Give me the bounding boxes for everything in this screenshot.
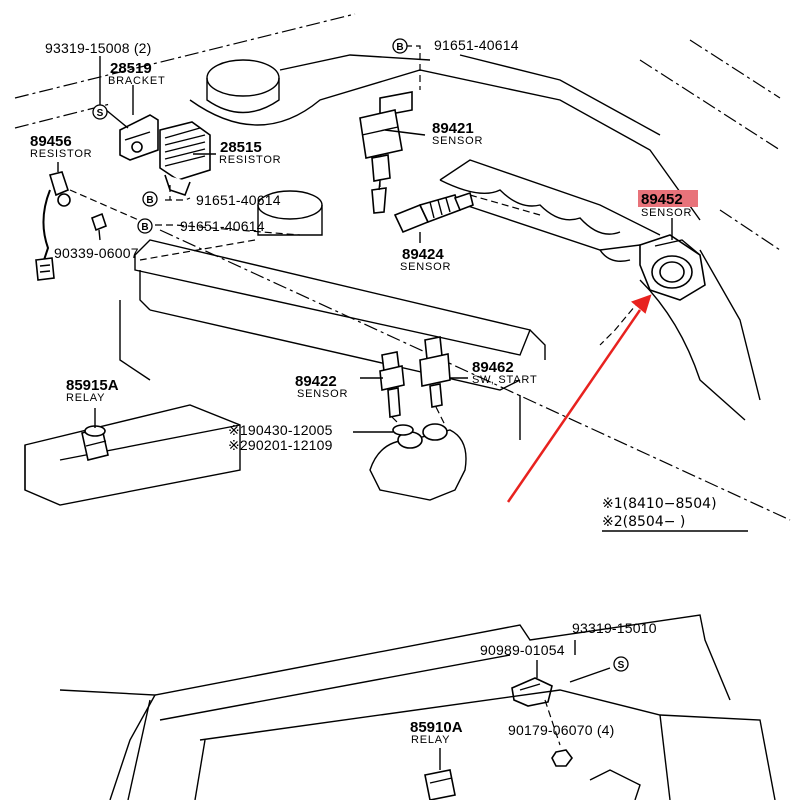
footnote-2: ※2(8504− ) — [602, 514, 685, 530]
label-85910A-desc: RELAY — [411, 734, 450, 746]
relay-85910A-icon — [424, 769, 456, 800]
label-93319-15010: 93319-15010 — [572, 620, 657, 636]
svg-text:B: B — [396, 42, 403, 53]
label-90989-01054: 90989-01054 — [480, 642, 565, 658]
label-91651-40614-b2: 91651-40614 — [180, 218, 265, 234]
label-190430-12005: ※190430-12005 — [228, 422, 333, 438]
label-290201-12109: ※290201-12109 — [228, 437, 333, 453]
label-28519: 28519 — [110, 60, 152, 77]
label-89456-desc: RESISTOR — [30, 148, 92, 160]
label-90179-06070: 90179-06070 (4) — [508, 722, 615, 738]
resistor-89456-icon — [35, 171, 71, 281]
label-89422-desc: SENSOR — [297, 388, 348, 400]
label-89421: 89421 — [432, 120, 474, 137]
highlight-89452 — [638, 190, 698, 207]
switch-89462-icon — [419, 336, 451, 408]
label-85910A: 85910A — [410, 719, 463, 736]
resistor-28515-icon — [159, 121, 211, 197]
label-28515-desc: RESISTOR — [219, 154, 281, 166]
svg-text:B: B — [141, 222, 148, 233]
label-91651-40614-top: 91651-40614 — [434, 37, 519, 53]
symbol-b-3: B — [137, 218, 153, 234]
footnote-1: ※1(8410−8504) — [602, 496, 717, 512]
bracket-28519-icon — [119, 114, 159, 161]
label-91651-40614-b1: 91651-40614 — [196, 192, 281, 208]
label-89462: 89462 — [472, 359, 514, 376]
engine-bay-outline — [14, 13, 791, 521]
label-28519-desc: BRACKET — [108, 75, 166, 87]
label-89424: 89424 — [402, 246, 444, 263]
lower-body-outline — [59, 614, 776, 800]
clip-90339-icon — [91, 212, 107, 241]
label-28515: 28515 — [220, 139, 262, 156]
label-89456: 89456 — [30, 133, 72, 150]
label-90339-06007: 90339-06007 — [54, 245, 139, 261]
symbol-s-1: S — [92, 104, 108, 120]
label-93319-15008: 93319-15008 (2) — [45, 40, 152, 56]
label-89424-desc: SENSOR — [400, 261, 451, 273]
symbol-b-1: B — [392, 38, 408, 54]
label-89422: 89422 — [295, 373, 337, 390]
label-89452: 89452 — [641, 191, 683, 208]
label-89462-desc: SW, START — [472, 374, 537, 386]
svg-text:S: S — [97, 108, 104, 119]
label-85915A: 85915A — [66, 377, 119, 394]
label-89421-desc: SENSOR — [432, 135, 483, 147]
washer-icon — [392, 424, 414, 436]
sensor-89424-icon — [393, 191, 474, 234]
leader-lines — [57, 45, 673, 770]
symbol-s-2: S — [613, 656, 629, 672]
sensor-89421-icon — [359, 91, 413, 214]
nut-90179-icon — [551, 749, 573, 767]
symbol-b-2: B — [142, 191, 158, 207]
label-89452-desc: SENSOR — [641, 207, 692, 219]
sensor-89452-icon — [639, 234, 706, 301]
label-85915A-desc: RELAY — [66, 392, 105, 404]
svg-text:B: B — [146, 195, 153, 206]
sensor-89422-icon — [379, 351, 405, 418]
relay-85915A-icon — [81, 425, 109, 461]
red-arrow-icon — [506, 294, 652, 503]
clamp-90989-icon — [511, 677, 553, 707]
svg-text:S: S — [618, 660, 625, 671]
